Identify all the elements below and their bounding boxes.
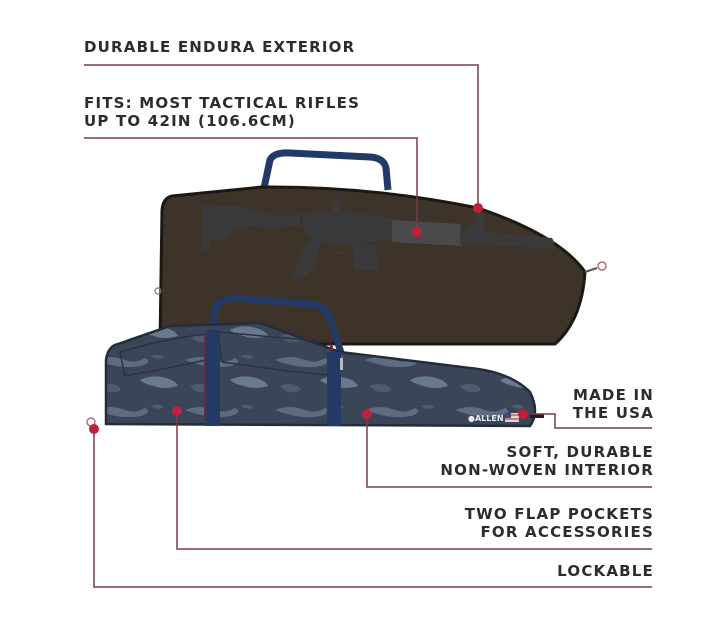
callout-line-interior <box>366 414 652 488</box>
label-made-in-usa: MADE IN THE USA <box>572 386 654 422</box>
rifle-illustration <box>202 200 554 280</box>
label-soft-interior: SOFT, DURABLE NON-WOVEN INTERIOR <box>440 443 654 479</box>
camo-case-handle <box>209 294 346 358</box>
callout-dot-lockable <box>89 424 99 434</box>
callout-dot-exterior <box>473 203 483 213</box>
callout-dot-usa <box>518 409 528 419</box>
camo-case: ●ALLEN <box>86 321 544 428</box>
callout-line-lockable <box>93 429 652 588</box>
label-fits-rifles: FITS: MOST TACTICAL RIFLES UP TO 42IN (1… <box>84 94 361 130</box>
label-durable-exterior: DURABLE ENDURA EXTERIOR <box>84 38 356 56</box>
callout-line-fits <box>84 137 418 232</box>
callout-dot-interior <box>362 409 372 419</box>
callout-line-pockets <box>176 411 652 550</box>
callout-dots <box>89 203 528 434</box>
brown-case-handle <box>260 149 392 191</box>
label-lockable: LOCKABLE <box>557 562 654 580</box>
callout-line-exterior <box>84 64 479 208</box>
label-flap-pockets: TWO FLAP POCKETS FOR ACCESSORIES <box>464 505 654 541</box>
callout-dot-fits <box>412 227 422 237</box>
brand-logo: ●ALLEN <box>468 414 504 423</box>
callout-dot-pockets <box>172 406 182 416</box>
callout-line-usa <box>523 413 652 429</box>
callout-lines <box>84 64 652 588</box>
